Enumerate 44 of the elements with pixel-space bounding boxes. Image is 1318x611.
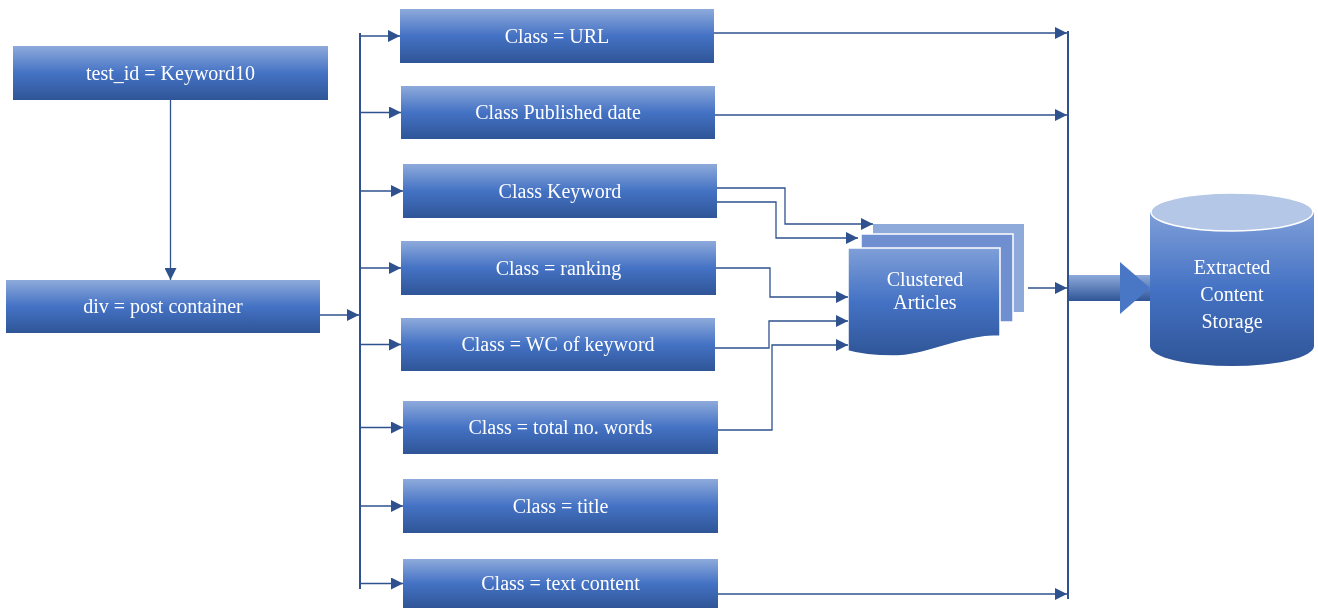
node-label: test_id = Keyword10 [85,61,255,85]
arrow [164,99,177,281]
arrow [714,315,849,349]
process-box [403,401,718,454]
arrow [717,588,1068,600]
arrow [715,267,849,303]
arrow [360,185,404,197]
bus-line [359,33,361,589]
node-label: Class = WC of keyword [461,333,655,356]
arrow [360,500,404,512]
arrow [716,201,859,244]
arrow [360,30,401,42]
node-label: Class Keyword [498,179,622,203]
arrow [360,262,402,274]
arrow [714,109,1068,121]
process-box [401,241,716,295]
process-box [401,86,715,139]
block-arrow [1069,262,1150,314]
process-box [403,559,718,608]
node-label: Class = text content [481,572,640,595]
node-label: Class = URL [504,24,610,48]
process-box [400,9,714,63]
node-label: Class Published date [475,101,641,124]
process-box [403,164,717,218]
arrow [360,106,402,119]
bus-line [1067,31,1069,599]
node-label: Class = ranking [495,256,622,280]
process-box [401,318,715,371]
arrow [717,339,849,431]
arrow [360,338,402,351]
arrow [713,27,1068,39]
process-box [6,280,320,333]
node-label: Extracted Content Storage [1192,254,1272,335]
arrow [319,309,360,321]
node-label: div = post container [83,295,243,318]
arrow [360,421,404,434]
process-box [403,479,718,533]
arrow [1027,282,1068,294]
node-label: Class = total no. words [468,416,653,439]
arrow [360,577,404,590]
arrow [716,187,874,230]
node-label: Clustered Articles [885,268,965,314]
process-box [13,46,328,100]
node-label: Class = title [512,494,609,518]
